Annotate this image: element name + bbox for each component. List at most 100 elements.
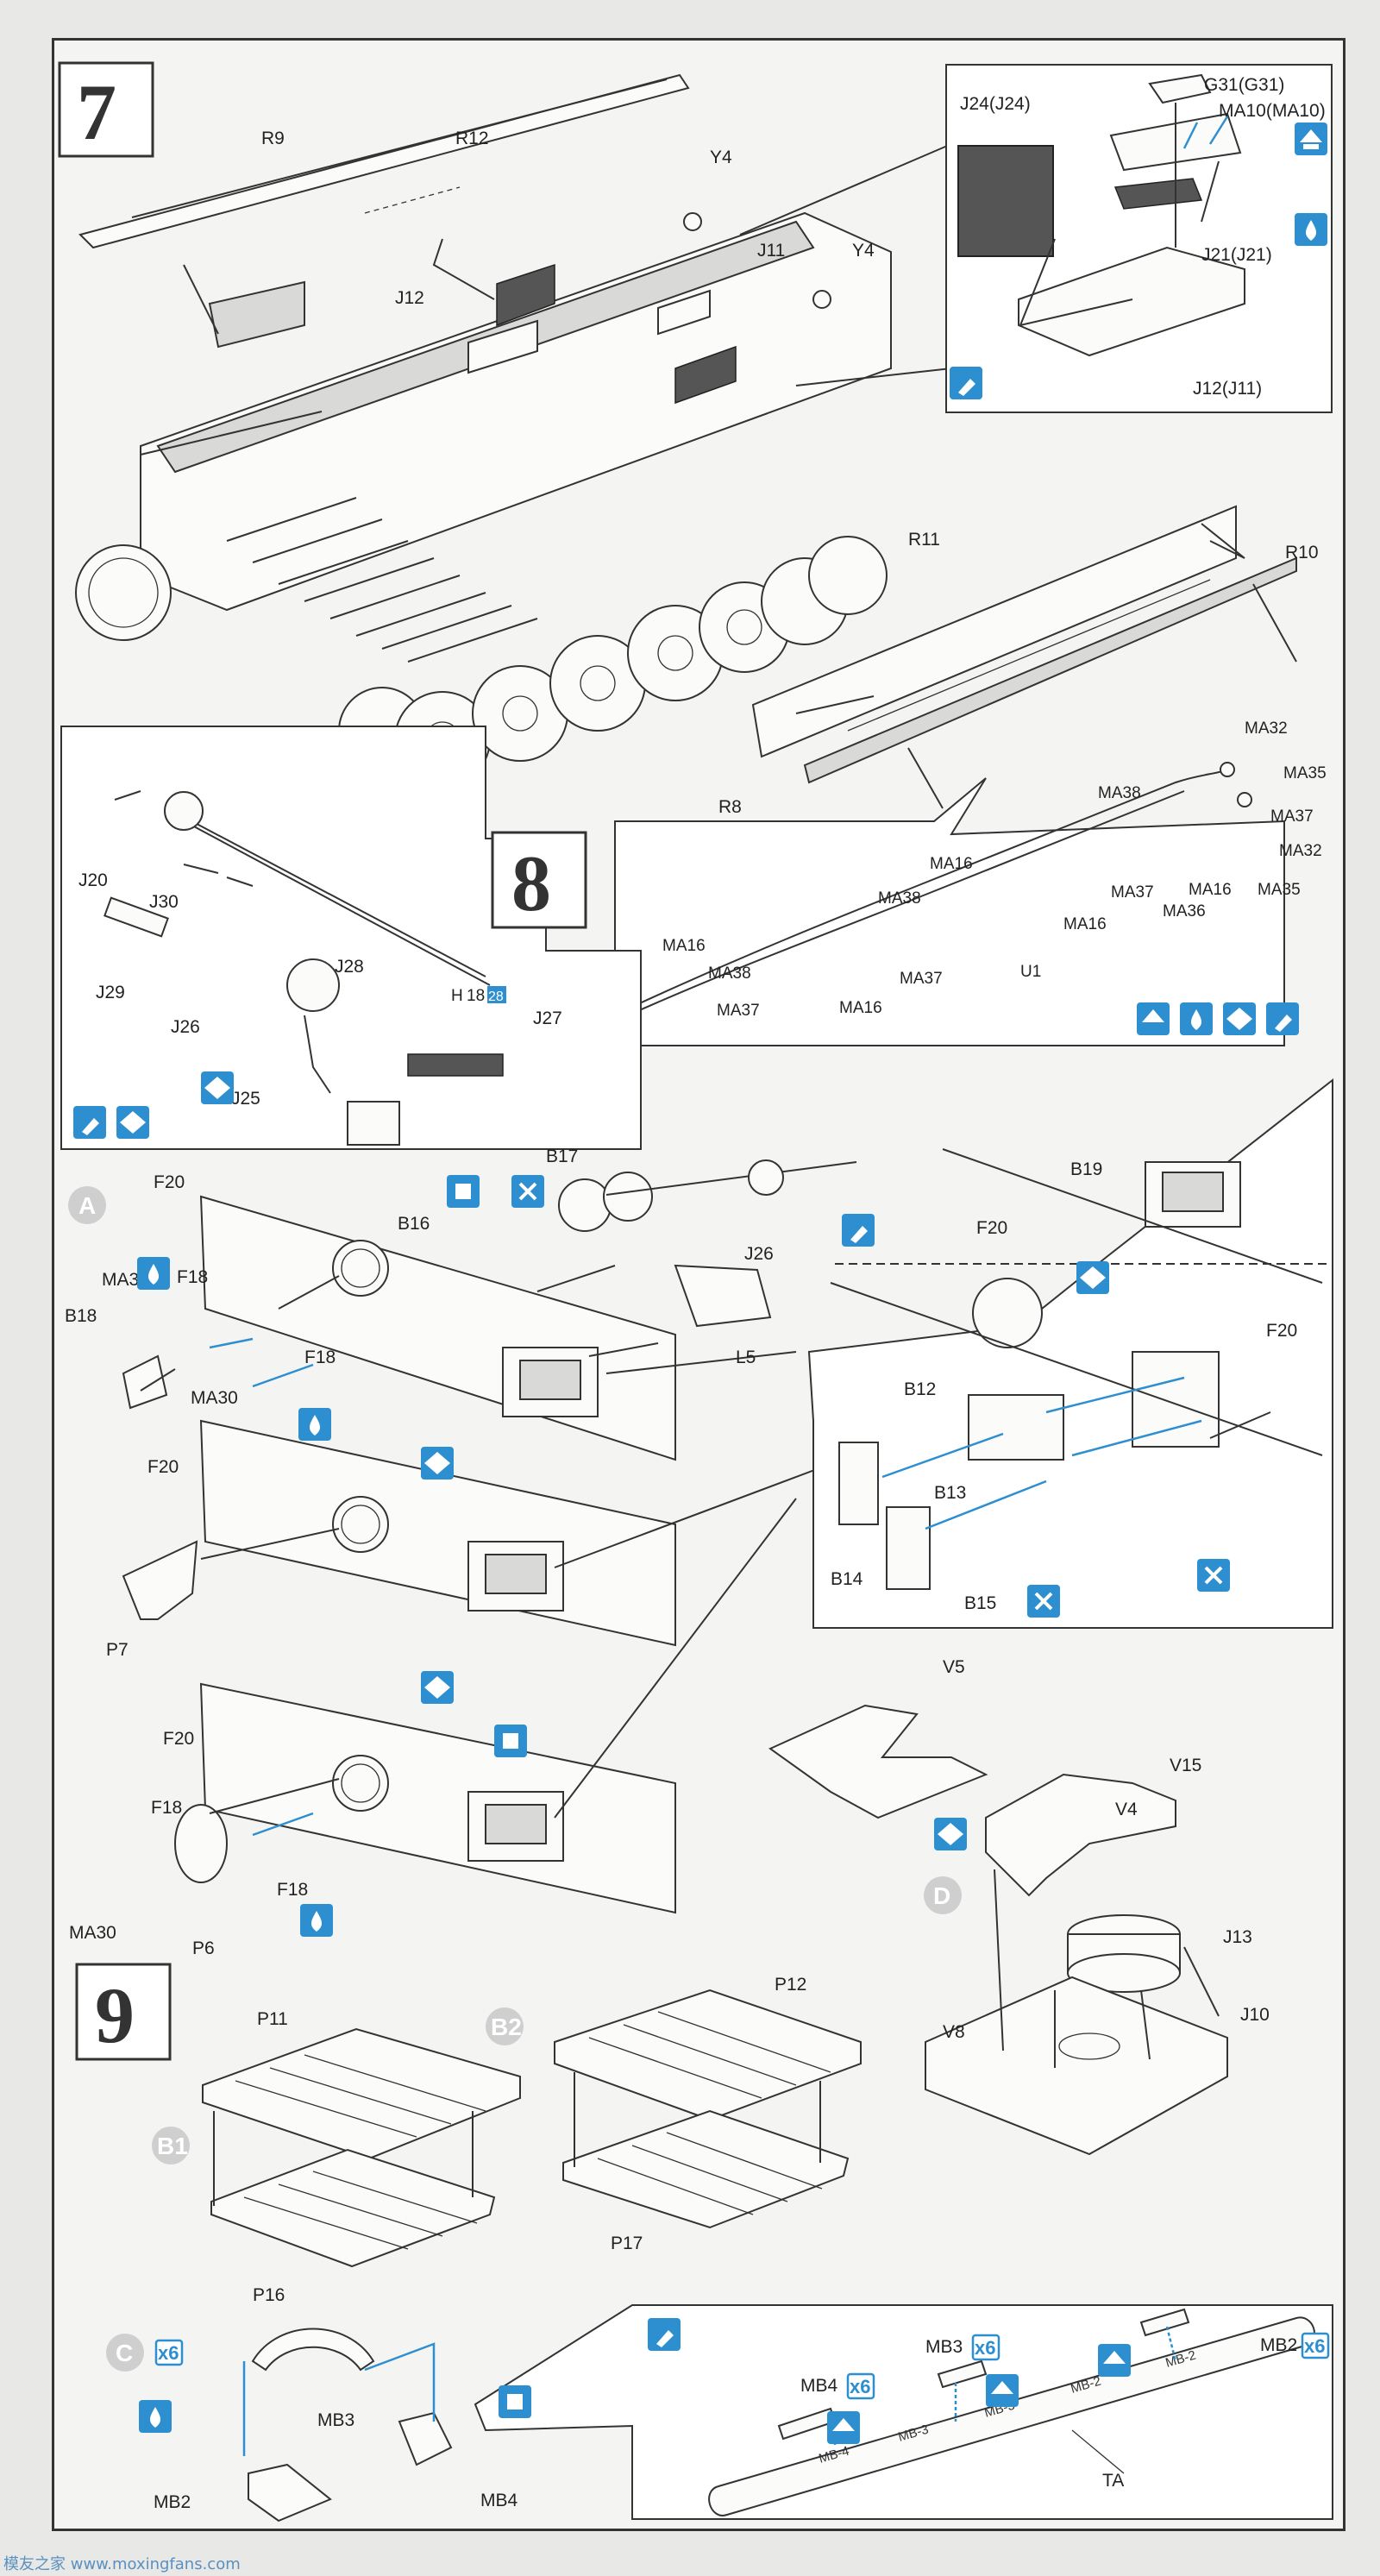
label-y4: Y4 [710,148,732,167]
label-ma35: MA35 [1283,764,1327,782]
label-ma36: MA36 [1163,902,1206,920]
label-mb3-b: MB3 [925,2337,963,2357]
cement-icon [648,2318,681,2351]
j24-grille [957,145,1054,257]
label-ta: TA [1102,2471,1124,2491]
flip-over-icon [1098,2344,1131,2377]
label-v15: V15 [1170,1756,1201,1775]
optional-parts-icon [201,1071,234,1104]
label-b13: B13 [934,1483,966,1503]
optional-parts-icon [421,1671,454,1704]
label-ma16-5: MA16 [839,999,882,1017]
label-j12-j11: J12(J11) [1193,379,1262,399]
h-number-a: 18 [467,987,485,1005]
instruction-sheet: 7 [52,38,1346,2531]
label-y4-2: Y4 [852,241,875,261]
label-f18-d: F18 [277,1880,308,1900]
hull-body [140,211,892,612]
label-p16: P16 [253,2285,285,2305]
label-f18: F18 [177,1267,208,1287]
label-g31: G31(G31) [1204,75,1284,95]
label-ma38-3: MA38 [708,964,751,983]
cement-icon [73,1106,106,1139]
label-j10: J10 [1240,2005,1270,2025]
label-j26: J26 [171,1017,200,1037]
optional-parts-icon [1223,1002,1256,1035]
step-8-number: 8 [511,839,551,927]
sub-c-label: C [116,2340,133,2366]
remove-icon [1027,1585,1060,1618]
paint-icon [137,1257,170,1290]
label-f20-d: F20 [147,1457,179,1477]
label-ma38-2: MA38 [878,889,921,908]
inset-b12-b15: B19 F20 F20 B12 B13 B14 B15 [807,1078,1333,1629]
mg42-parts [104,790,504,1146]
label-ma35-2: MA35 [1258,881,1301,899]
label-f20-c: F20 [1266,1321,1297,1341]
step-7-number: 7 [77,68,116,156]
label-ma30-c: MA30 [69,1923,116,1943]
step-7: 7 [58,61,1333,1046]
flip-over-icon [827,2411,860,2444]
inset-j21 [945,64,1333,413]
label-f20: F20 [154,1172,185,1192]
optional-parts-icon [421,1447,454,1480]
paint-icon [298,1408,331,1441]
c-multiplier: x6 [158,2342,179,2364]
subassembly-c: C x6 MB3 MB2 MB4 [106,2328,518,2523]
label-p7: P7 [106,1640,129,1660]
sub-a-label: A [78,1192,96,1219]
label-b17: B17 [546,1147,578,1166]
label-ma37-3: MA37 [900,970,943,988]
step-7-box [58,61,154,158]
optional-parts-icon [1076,1261,1109,1294]
step-9-box [75,1963,172,2061]
label-ma16-2: MA16 [1189,881,1232,899]
label-r12: R12 [455,129,489,148]
label-f18-2: F18 [304,1348,336,1367]
paint-icon [1180,1002,1213,1035]
label-p11: P11 [257,2009,288,2029]
h-prefix: H [451,987,463,1005]
step-9-number: 9 [95,1971,135,2059]
inset-tow-bar: MB-4 MB-3 MB-3 MB-2 MB-2 MB3 x6 MB4 x6 M… [474,2304,1333,2520]
label-v8: V8 [943,2022,965,2042]
label-f20-e: F20 [163,1729,194,1749]
label-r8: R8 [718,797,742,817]
fender-r11 [751,505,1297,784]
label-ma16-3: MA16 [1063,915,1107,933]
label-r9: R9 [261,129,285,148]
mb4-multiplier: x6 [850,2376,870,2397]
drill-icon [447,1175,480,1208]
step-7-arrows [140,143,1297,809]
label-p17: P17 [611,2234,643,2253]
label-b15: B15 [964,1593,996,1613]
label-ma38: MA38 [1098,784,1141,802]
label-j26-2: J26 [744,1244,774,1264]
h-marker: H 18 28 [451,986,506,1005]
optional-parts-icon [116,1106,149,1139]
label-ma37: MA37 [1270,807,1314,826]
label-j28: J28 [335,957,364,977]
label-mb2: MB2 [154,2492,191,2512]
running-gear [75,536,888,788]
paint-icon [1295,213,1327,246]
drill-icon [494,1725,527,1757]
label-ma16-4: MA16 [662,937,706,955]
label-ma37-4: MA37 [717,1002,760,1020]
label-v4: V4 [1115,1800,1138,1819]
fender-r9 [78,73,690,349]
label-j21: J21(J21) [1201,245,1272,265]
h-number-b: 28 [488,990,504,1004]
subassembly-a: A [65,1147,857,1958]
grille-p12-p17: B2 [486,1989,862,2229]
label-l5: L5 [736,1348,756,1367]
paint-icon [300,1904,333,1937]
torsion-bars [226,497,538,663]
label-b18: B18 [65,1306,97,1326]
step-8-box [491,831,587,929]
cement-icon [842,1214,875,1247]
label-p12: P12 [775,1975,806,1995]
remove-icon [1197,1559,1230,1592]
remove-icon [511,1175,544,1208]
